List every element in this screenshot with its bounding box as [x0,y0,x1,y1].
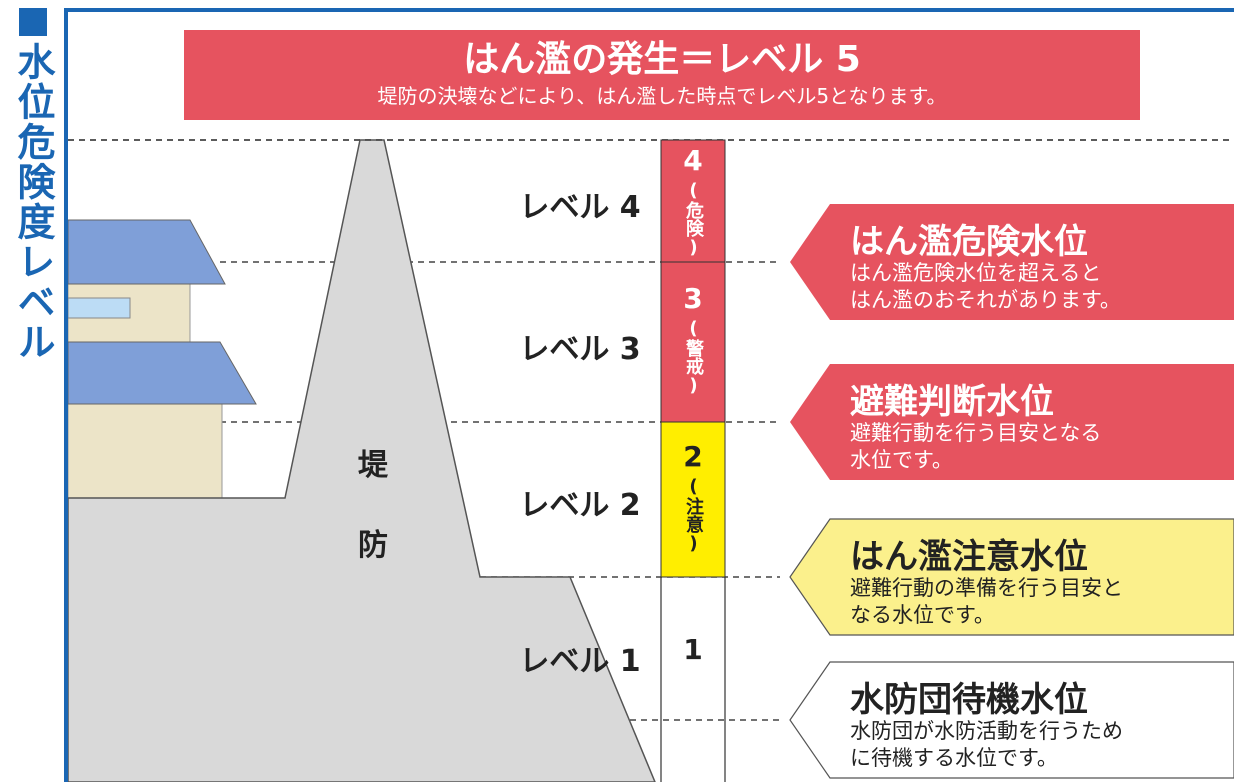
scale-cell-3: 3 (警戒) [661,262,725,422]
levee-label-1: 堤 [358,448,388,483]
house-lower-wall [67,401,223,499]
side-title: 水位危険度レベル [8,8,58,362]
scale-number-1: 1 [683,633,703,666]
level-label-4: レベル 4 [519,190,641,225]
scale-fill-level2 [660,421,726,578]
house-window [67,297,131,319]
callout-desc-standby: 水防団が水防活動を行うため に待機する水位です。 [850,719,1123,770]
scale-note-4: (危険) [683,180,704,258]
callout-title-evacuation: 避難判断水位 [850,382,1054,422]
scale-number-3: 3 [683,282,703,315]
callout-desc-evacuation: 避難行動を行う目安となる 水位です。 [850,421,1102,472]
callout-desc-danger: はん濫危険水位を超えると はん濫のおそれがあります。 [850,261,1121,312]
levee-label-2: 防 [358,528,388,563]
scale-fill-level4 [660,139,726,263]
scale-number-4: 4 [683,144,703,177]
callout-shape-caution [789,518,1234,636]
callout-shape-evacuation [790,364,1234,480]
side-title-text: 水位危険度レベル [11,42,55,362]
house-upper-roof [67,219,226,285]
callout-title-danger: はん濫危険水位 [850,222,1088,262]
callout-title-standby: 水防団待機水位 [850,680,1088,720]
levee-ground [67,139,656,782]
scale-cell-1: 1 [661,577,725,782]
scale-note-3: (警戒) [683,318,704,396]
callout-shape-standby [789,661,1234,779]
square-bullet-icon [19,8,47,36]
scale-cell-4: 4 (危険) [661,140,725,262]
scale-note-2: (注意) [683,476,704,554]
callout-evacuation-level: 避難判断水位 避難行動を行う目安となる 水位です。 [786,364,1234,480]
callout-title-caution: はん濫注意水位 [850,537,1088,577]
scale-cell-2: 2 (注意) [661,422,725,577]
frame-left-line [64,8,68,782]
callout-shape-danger [790,204,1234,320]
level-label-1: レベル 1 [519,644,641,679]
level-label-2: レベル 2 [519,488,641,523]
house-lower-roof [67,341,257,405]
scale-number-2: 2 [683,440,703,473]
callout-caution-level: はん濫注意水位 避難行動の準備を行う目安と なる水位です。 [786,519,1234,635]
frame-top-line [64,8,1234,12]
banner-title: はん濫の発生＝レベル 5 [463,39,861,80]
scale-fill-level3 [660,261,726,423]
level-label-3: レベル 3 [519,332,641,367]
callout-desc-caution: 避難行動の準備を行う目安と なる水位です。 [850,576,1123,627]
callout-standby-level: 水防団待機水位 水防団が水防活動を行うため に待機する水位です。 [786,662,1234,778]
banner-subtitle: 堤防の決壊などにより、はん濫した時点でレベル5となります。 [377,84,947,108]
level5-banner: はん濫の発生＝レベル 5 堤防の決壊などにより、はん濫した時点でレベル5となりま… [184,30,1140,120]
callout-danger-level: はん濫危険水位 はん濫危険水位を超えると はん濫のおそれがあります。 [786,204,1234,320]
